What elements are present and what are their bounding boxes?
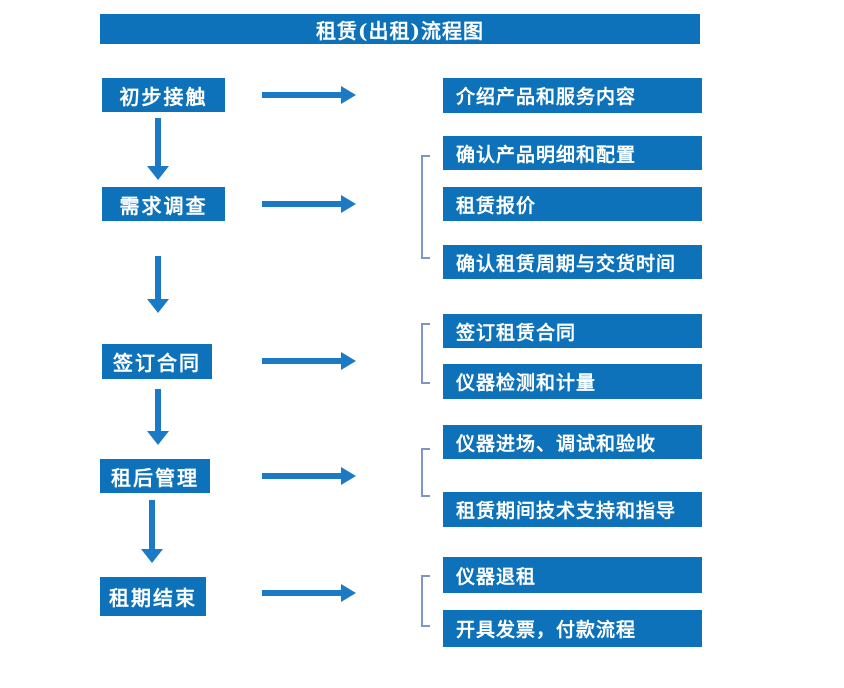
arrow-head-icon: [341, 195, 356, 213]
group-bracket-step2-details: [421, 155, 430, 259]
right-arrow-step5: [262, 584, 356, 602]
group-bracket-step3-details: [421, 323, 430, 384]
down-arrow-step1-step2: [147, 118, 169, 180]
step-box-sign-contract: 签订合同: [102, 344, 212, 379]
step-box-rental-end: 租期结束: [100, 577, 206, 616]
arrow-shaft: [155, 389, 161, 431]
arrow-shaft: [155, 256, 161, 299]
arrow-head-icon: [341, 352, 356, 370]
right-arrow-step3: [262, 352, 356, 370]
down-arrow-step4-step5: [141, 500, 163, 563]
arrow-shaft: [262, 92, 341, 98]
arrow-head-icon: [141, 549, 163, 563]
arrow-shaft: [149, 500, 155, 549]
group-bracket-step4-details: [421, 448, 430, 497]
arrow-head-icon: [341, 86, 356, 104]
right-arrow-step1: [262, 86, 356, 104]
detail-box-invoice-payment-process: 开具发票，付款流程: [443, 610, 702, 647]
arrow-head-icon: [341, 584, 356, 602]
down-arrow-step2-step3: [147, 256, 169, 313]
flowchart-title: 租赁(出租)流程图: [316, 18, 484, 43]
arrow-shaft: [262, 473, 341, 479]
detail-box-rental-quotation: 租赁报价: [443, 187, 702, 221]
group-bracket-step5-details: [421, 575, 430, 627]
arrow-head-icon: [147, 166, 169, 180]
detail-box-confirm-rental-period-delivery: 确认租赁周期与交货时间: [443, 245, 702, 279]
arrow-shaft: [262, 201, 341, 207]
detail-box-sign-rental-contract: 签订租赁合同: [443, 314, 702, 348]
right-arrow-step2: [262, 195, 356, 213]
step-box-needs-survey: 需求调查: [102, 187, 225, 221]
detail-box-introduce-products-services: 介绍产品和服务内容: [443, 78, 702, 113]
right-arrow-step4: [262, 467, 356, 485]
arrow-shaft: [262, 590, 341, 596]
down-arrow-step3-step4: [147, 389, 169, 445]
detail-box-instrument-return: 仪器退租: [443, 557, 702, 593]
arrow-head-icon: [147, 299, 169, 313]
step-box-post-rental-management: 租后管理: [100, 459, 210, 493]
detail-box-instrument-testing-metering: 仪器检测和计量: [443, 364, 702, 399]
arrow-head-icon: [341, 467, 356, 485]
step-box-initial-contact: 初步接触: [102, 78, 225, 112]
arrow-shaft: [155, 118, 161, 166]
detail-box-tech-support-guidance: 租赁期间技术支持和指导: [443, 492, 702, 527]
arrow-head-icon: [147, 431, 169, 445]
detail-box-instrument-arrival-debug-acceptance: 仪器进场、调试和验收: [443, 425, 702, 459]
flowchart-title-bar: 租赁(出租)流程图: [100, 14, 700, 44]
arrow-shaft: [262, 358, 341, 364]
detail-box-confirm-product-details: 确认产品明细和配置: [443, 136, 702, 170]
